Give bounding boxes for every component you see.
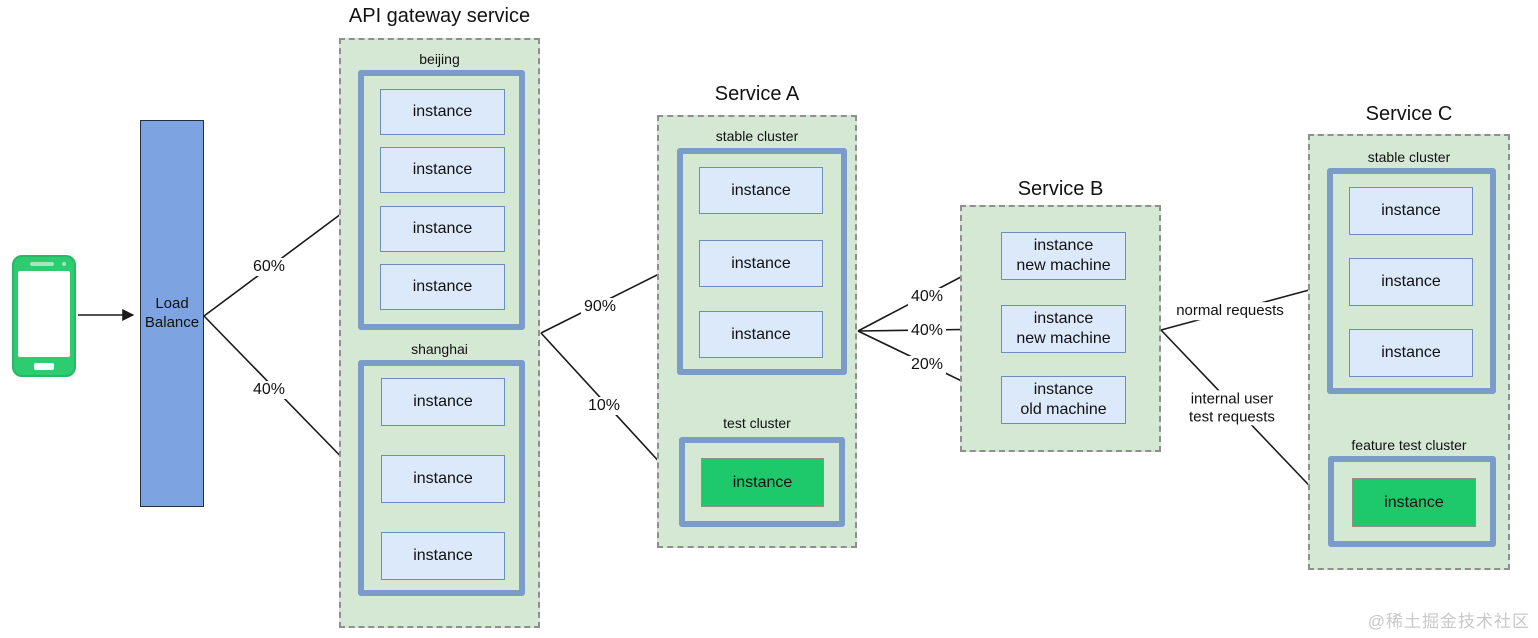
instance-label: instance <box>413 547 473 564</box>
edge-label-60pct: 60% <box>249 258 289 276</box>
edge-label-b-40-2: 40% <box>907 322 947 340</box>
edge-label-line-2: test requests <box>1189 408 1275 425</box>
shanghai-cluster-box <box>358 360 525 596</box>
edge-label-internal-test-requests: internal user test requests <box>1186 390 1278 426</box>
service-a-stable-label: stable cluster <box>715 128 799 144</box>
service-c-test-instance: instance <box>1352 478 1476 527</box>
api-gateway-container <box>339 38 540 628</box>
beijing-instance-1: instance <box>380 89 505 135</box>
service-a-stable-box <box>677 148 847 375</box>
instance-label: instance <box>1033 310 1094 327</box>
service-c-stable-box <box>1327 168 1496 394</box>
load-balancer-node: Load Balance <box>140 120 204 507</box>
service-c-feature-test-box <box>1328 456 1496 547</box>
service-c-instance-2: instance <box>1349 258 1473 306</box>
watermark: @稀土掘金技术社区 <box>1367 612 1530 631</box>
service-a-test-instance: instance <box>701 458 824 507</box>
edge-label-90pct: 90% <box>580 298 620 316</box>
service-c-feature-test-label: feature test cluster <box>1351 437 1467 453</box>
service-b-instance-1: instance new machine <box>1001 232 1126 280</box>
service-c-stable-label: stable cluster <box>1367 149 1451 165</box>
service-a-instance-3: instance <box>699 311 823 358</box>
service-c-title: Service C <box>1365 103 1453 125</box>
shanghai-cluster-label: shanghai <box>411 341 468 357</box>
edge-label-40pct: 40% <box>249 381 289 399</box>
instance-label: instance <box>413 470 473 487</box>
instance-label: instance <box>413 393 473 410</box>
instance-sublabel: new machine <box>1016 330 1111 347</box>
mobile-phone-icon <box>12 255 76 377</box>
edge-label-b-40-1: 40% <box>907 288 947 306</box>
instance-label: instance <box>731 254 791 272</box>
load-balancer-label: Load Balance <box>144 294 200 331</box>
service-c-instance-1: instance <box>1349 187 1473 235</box>
phone-speaker <box>30 262 54 266</box>
shanghai-instance-3: instance <box>381 532 505 580</box>
instance-label: instance <box>731 325 791 343</box>
beijing-instance-3: instance <box>380 206 505 252</box>
edge-label-10pct: 10% <box>584 397 624 415</box>
instance-label: instance <box>1381 202 1441 219</box>
phone-camera <box>62 262 66 266</box>
instance-label: instance <box>1033 237 1094 254</box>
service-c-instance-3: instance <box>1349 329 1473 377</box>
beijing-instance-2: instance <box>380 147 505 193</box>
beijing-cluster-box <box>358 70 525 330</box>
instance-label: instance <box>412 220 473 237</box>
beijing-cluster-label: beijing <box>419 51 460 67</box>
instance-label: instance <box>731 181 791 199</box>
service-b-instance-2: instance new machine <box>1001 305 1126 353</box>
instance-label: instance <box>732 473 793 491</box>
edge-label-b-20: 20% <box>907 356 947 374</box>
shanghai-instance-1: instance <box>381 378 505 426</box>
api-gateway-title: API gateway service <box>348 5 531 27</box>
instance-sublabel: old machine <box>1020 401 1107 418</box>
service-a-test-label: test cluster <box>723 415 791 431</box>
instance-label: instance <box>1033 381 1094 398</box>
service-a-instance-2: instance <box>699 240 823 287</box>
phone-home-button <box>34 363 54 370</box>
service-b-instance-3: instance old machine <box>1001 376 1126 424</box>
service-b-title: Service B <box>1017 178 1104 200</box>
instance-sublabel: new machine <box>1016 257 1111 274</box>
shanghai-instance-2: instance <box>381 455 505 503</box>
beijing-instance-4: instance <box>380 264 505 310</box>
phone-screen <box>18 271 70 357</box>
edge-label-normal-requests: normal requests <box>1173 302 1287 320</box>
instance-label: instance <box>1381 273 1441 290</box>
instance-label: instance <box>1384 493 1444 511</box>
instance-label: instance <box>412 103 473 120</box>
instance-label: instance <box>412 278 473 295</box>
service-a-instance-1: instance <box>699 167 823 214</box>
service-a-title: Service A <box>714 83 800 105</box>
instance-label: instance <box>412 161 473 178</box>
edge-label-line-1: internal user <box>1190 390 1274 408</box>
instance-label: instance <box>1381 344 1441 361</box>
service-a-test-box <box>679 437 845 527</box>
